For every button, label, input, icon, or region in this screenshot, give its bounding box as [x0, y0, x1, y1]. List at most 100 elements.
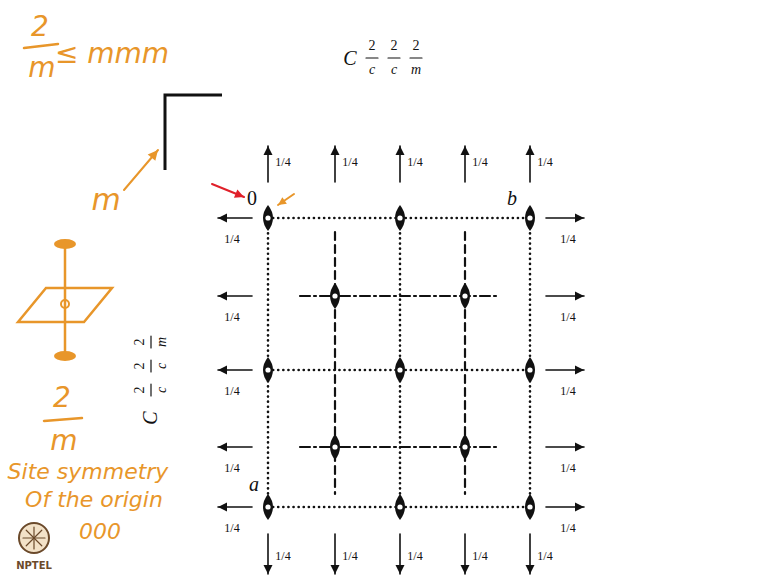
axis-arrow-head	[218, 503, 227, 512]
space-group-symbol: 2	[369, 39, 376, 53]
coordinate-fraction: 1/4	[342, 550, 357, 562]
axis-arrow-head	[526, 565, 535, 574]
twofold-symbol-sketch	[54, 239, 76, 249]
coordinate-fraction: 1/4	[560, 385, 575, 397]
fraction-bar	[150, 360, 151, 372]
inversion-centre	[462, 444, 467, 449]
axis-arrow-head	[331, 565, 340, 574]
twofold-axis-symbol	[330, 283, 340, 309]
axis-arrow-head	[461, 565, 470, 574]
fraction-bar	[388, 57, 400, 58]
twofold-axis-symbol	[460, 434, 470, 460]
inversion-centre	[265, 215, 270, 220]
inversion-centre	[397, 367, 402, 372]
space-group-symbol: C	[140, 411, 160, 424]
handwritten-note: 000	[79, 521, 121, 543]
coordinate-fraction: 1/4	[224, 522, 239, 534]
coordinate-fraction: 1/4	[560, 522, 575, 534]
axis-arrow-head	[331, 146, 340, 155]
handwritten-note: m	[91, 185, 120, 215]
handwritten-note: m	[28, 54, 55, 82]
handwritten-note: 2	[53, 384, 71, 412]
inversion-centre	[527, 504, 532, 509]
axis-arrow-head	[218, 443, 227, 452]
pointer-arrow	[278, 194, 294, 205]
coordinate-fraction: 1/4	[537, 156, 552, 168]
pointer-arrow	[124, 150, 158, 190]
inversion-centre	[332, 444, 337, 449]
twofold-axis-symbol	[263, 205, 273, 231]
inversion-centre	[397, 215, 402, 220]
logo-spoke	[33, 527, 34, 538]
twofold-axis-symbol	[330, 434, 340, 460]
inversion-centre-sketch	[61, 300, 69, 308]
logo-mark	[19, 523, 49, 553]
fraction-bar	[150, 384, 151, 396]
space-group-symbol: C	[343, 48, 356, 68]
space-group-symbol: m	[155, 337, 169, 347]
coordinate-fraction: 1/4	[407, 550, 422, 562]
inversion-centre	[527, 367, 532, 372]
handwritten-note: Site symmetry	[8, 461, 169, 483]
logo-spoke	[23, 537, 34, 538]
axis-arrow-head	[396, 146, 405, 155]
space-group-symbol: c	[155, 387, 169, 393]
logo-text: NPTEL	[16, 561, 52, 571]
axis-arrow-head	[264, 565, 273, 574]
twofold-axis-symbol	[460, 283, 470, 309]
space-group-symbol: 2	[413, 39, 420, 53]
coordinate-fraction: 1/4	[224, 233, 239, 245]
axis-arrow-head	[575, 443, 584, 452]
coordinate-fraction: 1/4	[472, 156, 487, 168]
twofold-axis-symbol	[395, 205, 405, 231]
axis-arrow-head	[575, 366, 584, 375]
coordinate-fraction: 1/4	[224, 311, 239, 323]
coordinate-fraction: 1/4	[407, 156, 422, 168]
twofold-axis-symbol	[395, 494, 405, 520]
handwritten-note: 2	[31, 13, 49, 41]
twofold-axis-symbol	[525, 357, 535, 383]
space-group-symbol: c	[155, 363, 169, 369]
coordinate-fraction: 1/4	[472, 550, 487, 562]
mirror-bracket	[165, 95, 222, 170]
twofold-axis-symbol	[525, 494, 535, 520]
inversion-centre	[332, 293, 337, 298]
coordinate-fraction: 1/4	[224, 462, 239, 474]
axis-arrow-head	[461, 146, 470, 155]
coordinate-fraction: 1/4	[560, 233, 575, 245]
space-group-symbol: c	[369, 63, 375, 77]
fraction-bar	[150, 336, 151, 348]
twofold-axis-symbol	[263, 494, 273, 520]
space-group-symbol: m	[411, 63, 421, 77]
axis-arrow-head	[575, 292, 584, 301]
inversion-centre	[462, 293, 467, 298]
space-group-symbol: 2	[133, 387, 147, 394]
axis-label: a	[249, 474, 259, 494]
fraction-bar	[366, 57, 378, 58]
axis-arrow-head	[575, 214, 584, 223]
pointer-arrow-head	[278, 197, 287, 205]
pointer-arrow-head	[234, 189, 244, 197]
coordinate-fraction: 1/4	[560, 311, 575, 323]
inversion-centre	[265, 367, 270, 372]
axis-arrow-head	[218, 366, 227, 375]
inversion-centre	[397, 504, 402, 509]
coordinate-fraction: 1/4	[560, 462, 575, 474]
logo-spoke	[34, 538, 42, 546]
axis-arrow-head	[264, 146, 273, 155]
logo-spoke	[34, 537, 45, 538]
pointer-arrow-head	[148, 150, 158, 161]
coordinate-fraction: 1/4	[224, 385, 239, 397]
logo-spoke	[34, 530, 42, 538]
logo-spoke	[26, 538, 34, 546]
handwritten-note: Of the origin	[25, 489, 163, 511]
space-group-symbol: 2	[133, 363, 147, 370]
handwritten-fraction-bar	[24, 44, 58, 48]
axis-arrow-head	[575, 503, 584, 512]
pointer-arrow	[212, 184, 244, 197]
twofold-axis-symbol	[263, 357, 273, 383]
space-group-symbol: 2	[133, 339, 147, 346]
coordinate-fraction: 1/4	[342, 156, 357, 168]
